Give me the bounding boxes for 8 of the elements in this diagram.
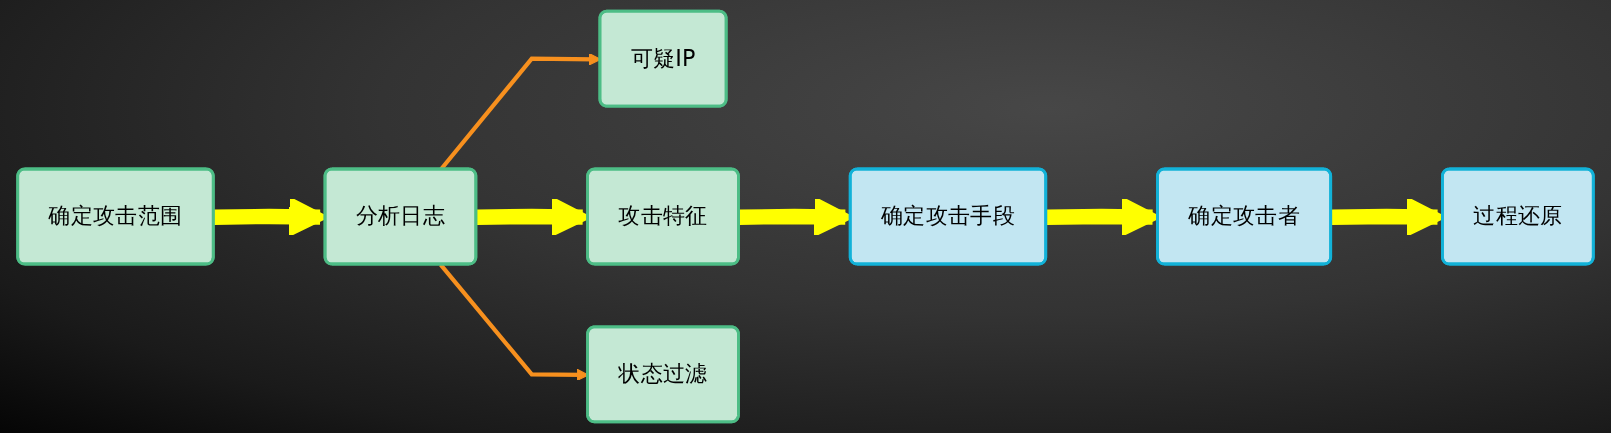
process-box: 确定攻击者 [1156, 167, 1333, 266]
process-box: 攻击特征 [586, 167, 740, 266]
process-box: 确定攻击手段 [848, 167, 1048, 266]
process-box: 过程还原 [1441, 167, 1595, 266]
process-box: 状态过滤 [586, 325, 740, 424]
process-box: 分析日志 [323, 167, 478, 266]
process-box: 可疑IP [598, 9, 728, 108]
process-box: 确定攻击范围 [16, 167, 215, 266]
